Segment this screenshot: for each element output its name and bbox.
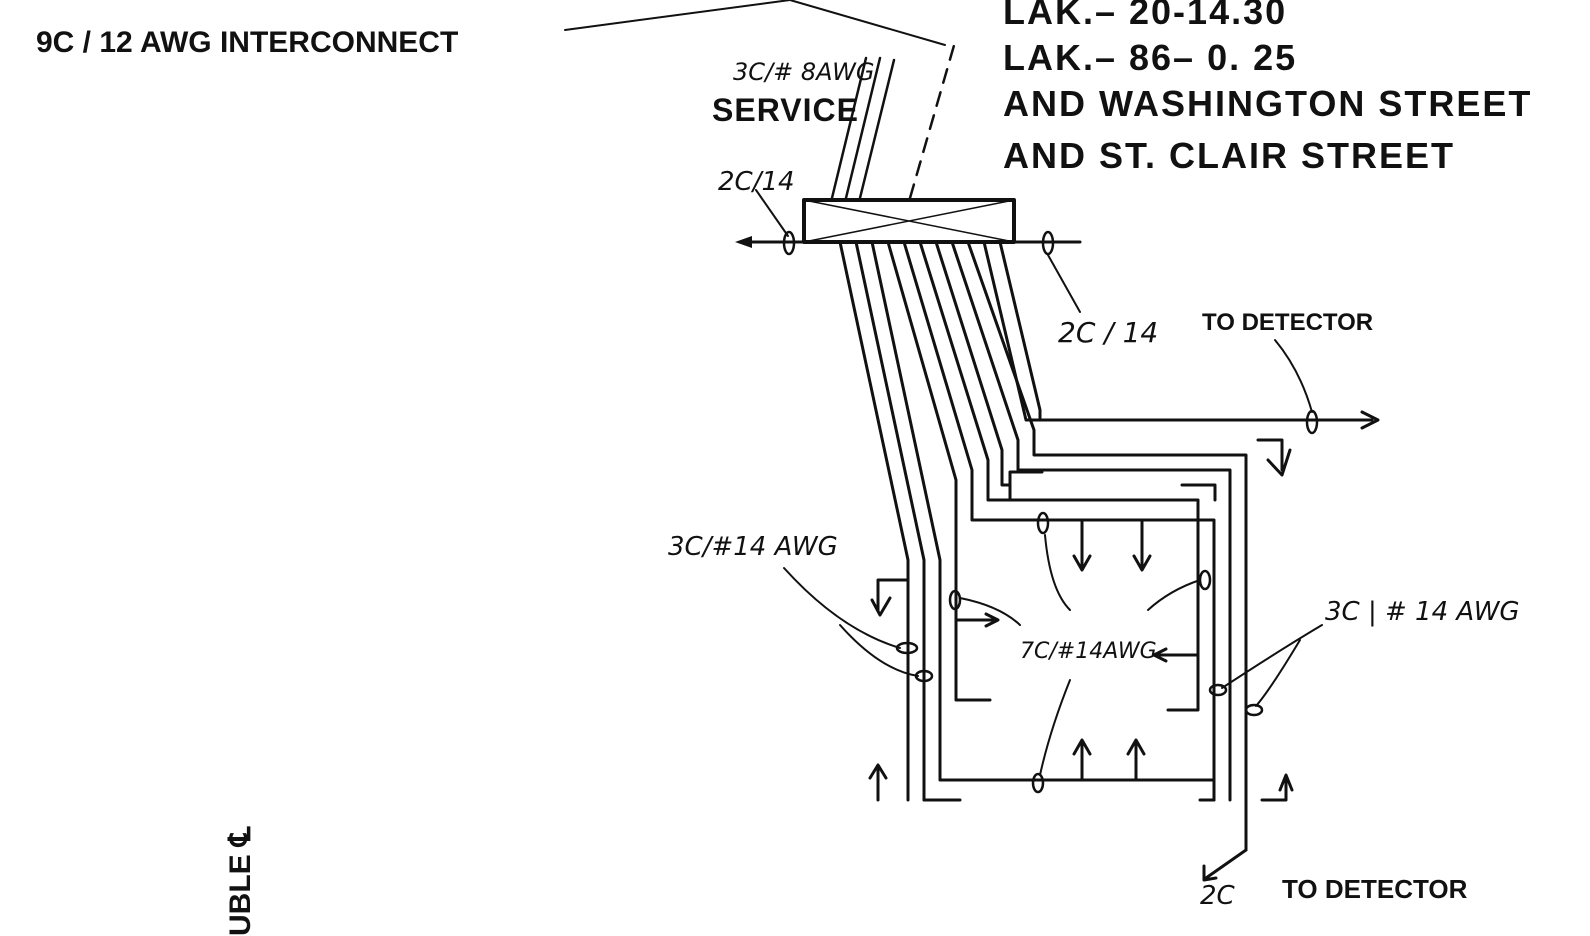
title-line-4: AND ST. CLAIR STREET xyxy=(1003,135,1455,176)
service-conductors xyxy=(830,56,896,200)
title-line-1: LAK.– 20-14.30 xyxy=(1003,0,1287,32)
cable-tags xyxy=(895,409,1319,794)
signal-head-arrows xyxy=(868,410,1380,802)
service-cable-label: 3C/# 8AWG xyxy=(733,58,874,86)
cable-3c14-left-label: 3C/#14 AWG xyxy=(668,532,838,562)
cable-3c14-right-label: 3C | # 14 AWG xyxy=(1325,597,1520,627)
title-line-2: LAK.– 86– 0. 25 xyxy=(1003,37,1297,78)
cable-7c14-leaders xyxy=(959,534,1201,776)
cable-3c14-right-leader xyxy=(1221,624,1323,707)
cable-2c14-right-label: 2C / 14 xyxy=(1058,316,1158,349)
title-line-3: AND WASHINGTON STREET xyxy=(1003,83,1532,124)
service-label: SERVICE xyxy=(712,92,859,128)
detector-bottom-arrow xyxy=(1202,848,1248,882)
cable-2c14-left-label: 2C/14 xyxy=(718,167,795,197)
interconnect-label: 9C / 12 AWG INTERCONNECT xyxy=(36,26,458,59)
arrow-left-icon xyxy=(735,236,752,248)
cable-3c14-left-leader xyxy=(783,567,919,677)
double-centerline-label: UBLE ℄ xyxy=(224,826,257,936)
to-detector-bottom-label: TO DETECTOR xyxy=(1282,874,1468,904)
cable-2c14-left-leader xyxy=(755,189,789,237)
cable-2c-bottom-label: 2C xyxy=(1200,881,1236,911)
interconnect-leader xyxy=(564,0,791,31)
to-detector-right-label: TO DETECTOR xyxy=(1202,309,1373,336)
controller-cabinet xyxy=(802,198,1016,244)
interconnect-leader-2 xyxy=(789,0,946,46)
cable-7c14-label: 7C/#14AWG xyxy=(1020,639,1157,664)
interconnect-dashed-line xyxy=(908,40,957,200)
cable-tag-icon xyxy=(782,230,796,256)
cable-2c14-right-leader xyxy=(1047,254,1081,313)
to-detector-right-leader xyxy=(1274,339,1313,413)
